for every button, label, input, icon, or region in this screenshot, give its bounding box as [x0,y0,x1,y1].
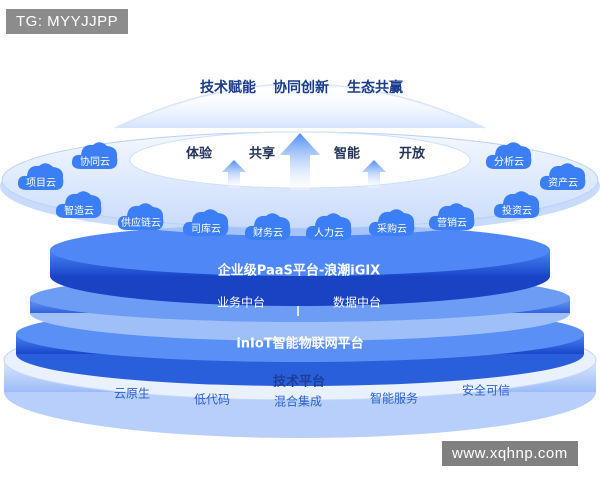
data-middle-platform: 数据中台 [332,295,382,310]
cloud-label: 协同云 [80,157,110,168]
motto-collaborative-innovation: 协同创新 [273,80,329,96]
cloud-smart-manufacturing: 智造云 [53,184,105,224]
enterprise-platform-title: 企业级PaaS平台-浪潮iGIX [217,263,381,279]
cloud-analytics: 分析云 [483,135,535,175]
cloud-treasury: 司库云 [180,202,232,242]
cloud-human-resources: 人力云 [303,206,355,246]
upward-arrows [222,133,386,190]
cloud-collaboration: 协同云 [69,135,121,175]
business-middle-platform: 业务中台 [216,295,266,310]
cloud-label: 司库云 [191,224,221,235]
motto-technology-empowerment: 技术赋能 [200,80,256,96]
tech-item-hybrid-integration: 混合集成 [273,394,323,409]
motto-ecosystem-win-win: 生态共赢 [347,80,403,96]
tech-item-cloud-native: 云原生 [113,386,151,401]
cloud-assets: 资产云 [537,156,589,196]
cloud-label: 财务云 [253,228,283,239]
watermark-top-left: TG: MYYJJPP [6,9,129,34]
cloud-label: 供应链云 [121,218,161,229]
inner-word-intelligence: 智能 [333,146,361,162]
tech-item-security-trust: 安全可信 [461,383,511,398]
inner-word-sharing: 共享 [248,146,276,162]
cloud-label: 项目云 [26,178,56,189]
cloud-investment: 投资云 [491,184,543,224]
cloud-label: 营销云 [437,218,467,229]
dome [114,83,486,129]
arrow-up-icon [222,160,246,188]
cloud-project: 项目云 [15,156,67,196]
cloud-label: 智造云 [64,206,94,217]
cloud-label: 分析云 [494,157,524,168]
tech-item-low-code: 低代码 [193,392,231,407]
tech-platform-title: 技术平台 [272,374,326,390]
cloud-label: 投资云 [502,206,532,217]
cloud-procurement: 采购云 [366,202,418,242]
cloud-finance: 财务云 [242,206,294,246]
cloud-label: 资产云 [548,178,578,189]
arrow-up-icon [280,133,320,190]
watermark-bottom-right: www.xqhnp.com [442,441,578,466]
cloud-supply-chain: 供应链云 [115,196,167,236]
cloud-marketing: 营销云 [426,196,478,236]
cloud-label: 人力云 [314,228,344,239]
iot-platform-title: inIoT智能物联网平台 [236,336,364,352]
arrow-up-icon [362,160,386,188]
enterprise-platform-layer [50,224,550,306]
cloud-label: 采购云 [377,224,407,235]
inner-word-experience: 体验 [185,146,213,162]
tech-item-intelligent-services: 智能服务 [369,391,419,406]
inner-word-openness: 开放 [398,146,426,162]
